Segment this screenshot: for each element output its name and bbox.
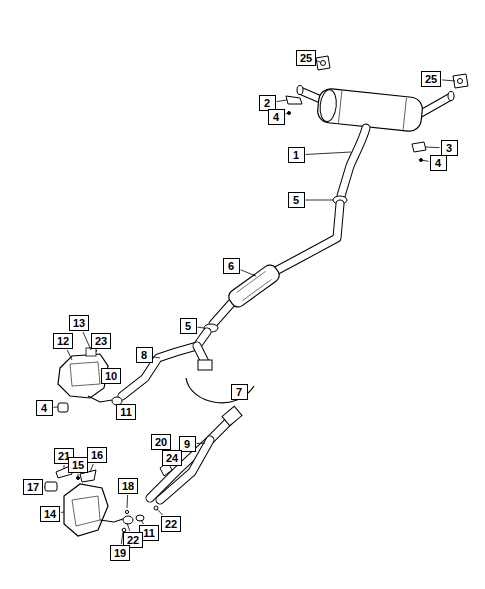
callout-box: 20 <box>151 434 171 450</box>
callout-box: 6 <box>223 258 240 274</box>
leader-line <box>83 332 91 350</box>
callout-box: 19 <box>110 545 130 561</box>
leader-line <box>67 350 72 360</box>
callout-box: 8 <box>136 347 153 363</box>
callout-number: 24 <box>166 452 178 464</box>
callout-number: 4 <box>273 111 279 123</box>
callout-box: 22 <box>161 516 181 532</box>
callout-box: 7 <box>231 384 248 400</box>
callout-number: 11 <box>120 406 132 418</box>
leader-line <box>90 464 93 472</box>
callout-box: 24 <box>162 450 182 466</box>
leader-line <box>442 80 455 81</box>
leader-line <box>44 487 46 488</box>
callout-number: 23 <box>95 335 107 347</box>
callout-box: 25 <box>296 50 316 66</box>
leader-line <box>277 100 288 102</box>
callout-number: 3 <box>446 142 452 154</box>
leader-line <box>61 512 64 513</box>
callout-number: 20 <box>155 436 167 448</box>
callout-box: 13 <box>69 315 89 331</box>
oxygen-sensor <box>45 482 57 491</box>
callout-box: 14 <box>40 506 60 522</box>
callout-number: 19 <box>114 547 126 559</box>
callout-number: 17 <box>27 481 39 493</box>
callout-number: 13 <box>73 317 85 329</box>
leader-line <box>127 495 129 508</box>
callout-box: 10 <box>101 368 121 384</box>
leader-line <box>317 61 320 63</box>
leader-line <box>96 350 98 352</box>
tailpipe-section <box>341 128 366 196</box>
callout-number: 25 <box>425 73 437 85</box>
callout-box: 4 <box>268 109 285 125</box>
callout-box: 1 <box>288 147 305 163</box>
callout-number: 10 <box>105 370 117 382</box>
callout-number: 7 <box>236 386 242 398</box>
callout-box: 23 <box>91 333 111 349</box>
callout-number: 4 <box>435 157 441 169</box>
callout-number: 11 <box>143 527 155 539</box>
catalytic-converter <box>64 484 126 536</box>
resonator-pipe <box>213 204 340 324</box>
callout-box: 3 <box>441 140 458 156</box>
isolator <box>316 56 468 88</box>
callout-box: 4 <box>430 155 447 171</box>
callout-box: 4 <box>36 400 53 416</box>
callout-number: 6 <box>228 260 234 272</box>
muffler <box>317 88 424 133</box>
callout-box: 11 <box>116 404 136 420</box>
leader-line <box>78 474 79 476</box>
leader-line <box>198 327 205 329</box>
callout-number: 9 <box>184 438 190 450</box>
callout-box: 16 <box>87 447 107 463</box>
oxygen-sensor <box>58 403 68 412</box>
callout-number: 16 <box>91 449 103 461</box>
callout-number: 12 <box>57 335 69 347</box>
leader-line <box>286 113 290 114</box>
leader-line <box>241 270 257 276</box>
callout-box: 12 <box>53 333 73 349</box>
front-pipe <box>150 406 242 500</box>
callout-number: 5 <box>185 320 191 332</box>
callout-box: 15 <box>68 457 88 473</box>
leader-line <box>421 160 429 161</box>
callout-number: 18 <box>122 480 134 492</box>
leader-line <box>127 523 130 531</box>
leader-line <box>54 407 59 408</box>
callout-box: 5 <box>288 192 305 208</box>
leader-line <box>154 357 161 358</box>
callout-number: 8 <box>141 349 147 361</box>
leader-line <box>306 152 352 154</box>
callout-number: 1 <box>293 149 299 161</box>
callout-box: 18 <box>118 478 138 494</box>
leader-line <box>64 465 65 469</box>
sensor-wire <box>186 378 254 403</box>
callout-number: 14 <box>44 508 56 520</box>
callout-box: 25 <box>421 71 441 87</box>
callout-number: 15 <box>72 459 84 471</box>
leader-line <box>141 520 143 524</box>
callout-number: 25 <box>300 52 312 64</box>
intermediate-pipe <box>122 332 212 396</box>
callout-box: 5 <box>180 318 197 334</box>
leader-line <box>157 509 163 515</box>
leader-line <box>197 443 206 444</box>
leader-line <box>425 147 440 149</box>
callout-box: 17 <box>23 479 43 495</box>
callout-number: 2 <box>264 97 270 109</box>
callout-number: 4 <box>41 402 47 414</box>
leader-line <box>306 200 334 201</box>
callout-number: 22 <box>165 518 177 530</box>
callout-number: 5 <box>293 194 299 206</box>
